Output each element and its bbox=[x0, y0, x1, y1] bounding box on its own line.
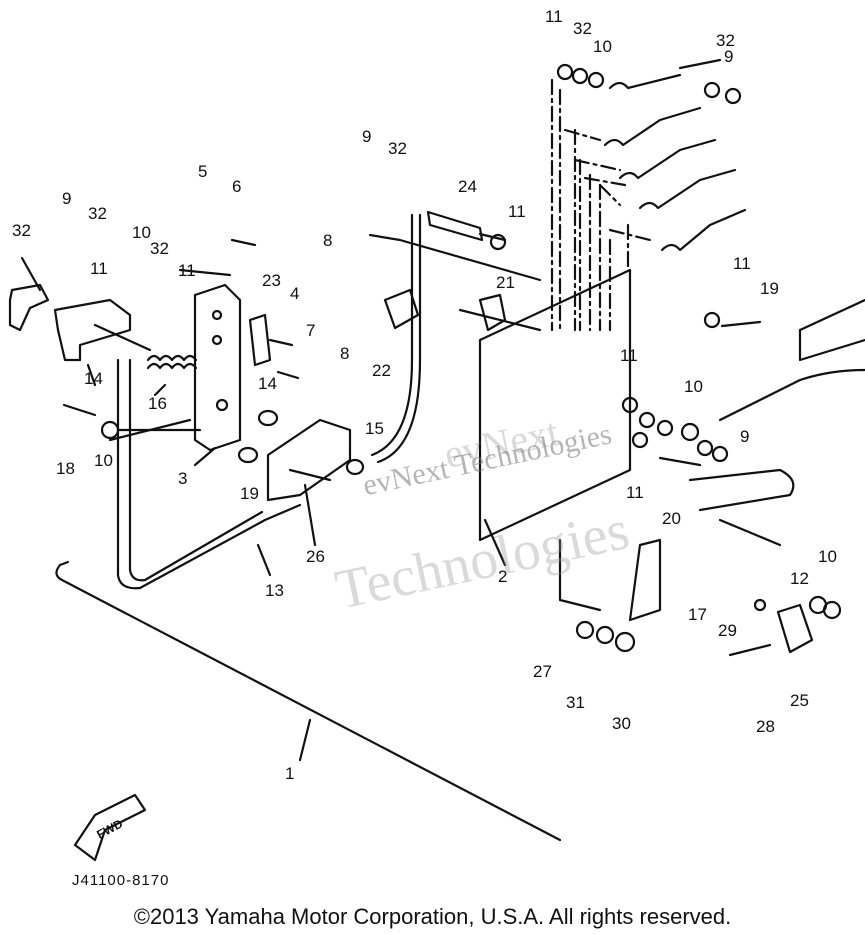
turnbuckle-part-23 bbox=[426, 210, 484, 242]
part-number-label: 22 bbox=[372, 361, 391, 380]
part-number-label: 10 bbox=[684, 377, 703, 396]
part-number-label: 32 bbox=[573, 19, 592, 38]
part-number-label: 9 bbox=[62, 189, 72, 208]
part-number-label: 15 bbox=[365, 419, 384, 438]
part-number-label: 10 bbox=[593, 37, 612, 56]
clamp-part-31 bbox=[8, 283, 50, 332]
part-number-label: 19 bbox=[760, 279, 779, 298]
part-number-label: 23 bbox=[262, 271, 281, 290]
part-number-label: 21 bbox=[496, 273, 515, 292]
part-number-label: 27 bbox=[533, 662, 552, 681]
cable-end-1 bbox=[608, 58, 722, 90]
part-number-label: 14 bbox=[84, 369, 103, 388]
rod-part-1 bbox=[55, 563, 562, 842]
part-number-label: 9 bbox=[724, 47, 734, 66]
part-number-label: 11 bbox=[733, 254, 751, 273]
part-number-label: 7 bbox=[306, 321, 316, 340]
part-number-label: 32 bbox=[88, 204, 107, 223]
main-plate-part-2 bbox=[478, 268, 632, 542]
bracket-part-24 bbox=[776, 603, 814, 654]
spring-part-15 bbox=[146, 354, 198, 370]
link-part-20 bbox=[478, 293, 507, 332]
part-number-label: 32 bbox=[388, 139, 407, 158]
part-number-label: 11 bbox=[90, 259, 108, 278]
part-number-label: 32 bbox=[12, 221, 31, 240]
part-number-label: 20 bbox=[662, 509, 681, 528]
part-number-label: 32 bbox=[716, 31, 735, 50]
cable-end-2 bbox=[603, 106, 702, 147]
cable-end-4 bbox=[638, 168, 737, 210]
rod-end-part-21 bbox=[383, 288, 420, 330]
part-number-label: 32 bbox=[150, 239, 169, 258]
bracket-part-22 bbox=[248, 313, 272, 367]
part-number-label: 29 bbox=[718, 621, 737, 640]
part-number-label: 6 bbox=[232, 177, 242, 196]
part-number-label: 8 bbox=[340, 344, 350, 363]
part-number-label: 2 bbox=[498, 567, 508, 586]
part-number-label: 28 bbox=[756, 717, 775, 736]
diagram-id: J41100-8170 bbox=[72, 872, 170, 889]
part-number-label: 12 bbox=[790, 569, 809, 588]
rod-part-12 bbox=[116, 358, 302, 590]
part-number-label: 11 bbox=[620, 346, 638, 365]
copyright-notice: ©2013 Yamaha Motor Corporation, U.S.A. A… bbox=[133, 904, 732, 929]
cable-end-3 bbox=[618, 138, 717, 180]
part-number-label: 11 bbox=[508, 202, 526, 221]
part-number-label: 31 bbox=[566, 693, 585, 712]
part-number-label: 4 bbox=[290, 284, 300, 303]
part-number-label: 5 bbox=[198, 162, 208, 181]
part-number-label: 13 bbox=[265, 581, 284, 600]
part-number-label: 10 bbox=[132, 223, 151, 242]
part-number-label: 24 bbox=[458, 177, 477, 196]
part-number-label: 16 bbox=[148, 394, 167, 413]
bracket-part-25 bbox=[266, 418, 352, 502]
engine-bracket bbox=[718, 298, 865, 422]
part-number-label: 11 bbox=[545, 7, 563, 26]
part-number-label: 25 bbox=[790, 691, 809, 710]
part-number-label: 10 bbox=[818, 547, 837, 566]
part-number-label: 18 bbox=[56, 459, 75, 478]
part-number-label: 11 bbox=[178, 261, 196, 280]
part-number-label: 11 bbox=[626, 483, 644, 502]
rod-part-1-top bbox=[58, 560, 70, 567]
part-number-label: 14 bbox=[258, 374, 277, 393]
part-number-label: 17 bbox=[688, 605, 707, 624]
part-number-label: 3 bbox=[178, 469, 188, 488]
fwd-arrow-icon bbox=[73, 793, 147, 862]
clamp-part-13 bbox=[53, 298, 132, 362]
part-number-label: 9 bbox=[362, 127, 372, 146]
part-number-label: 10 bbox=[94, 451, 113, 470]
part-number-label: 30 bbox=[612, 714, 631, 733]
part-number-label: 19 bbox=[240, 484, 259, 503]
part-number-label: 8 bbox=[323, 231, 333, 250]
part-number-label: 9 bbox=[740, 427, 750, 446]
lever-plate-part-3 bbox=[193, 283, 242, 452]
exploded-parts-diagram bbox=[8, 58, 865, 862]
part-number-label: 26 bbox=[306, 547, 325, 566]
cable-end-5 bbox=[660, 208, 747, 252]
part-number-label: 1 bbox=[285, 764, 295, 783]
